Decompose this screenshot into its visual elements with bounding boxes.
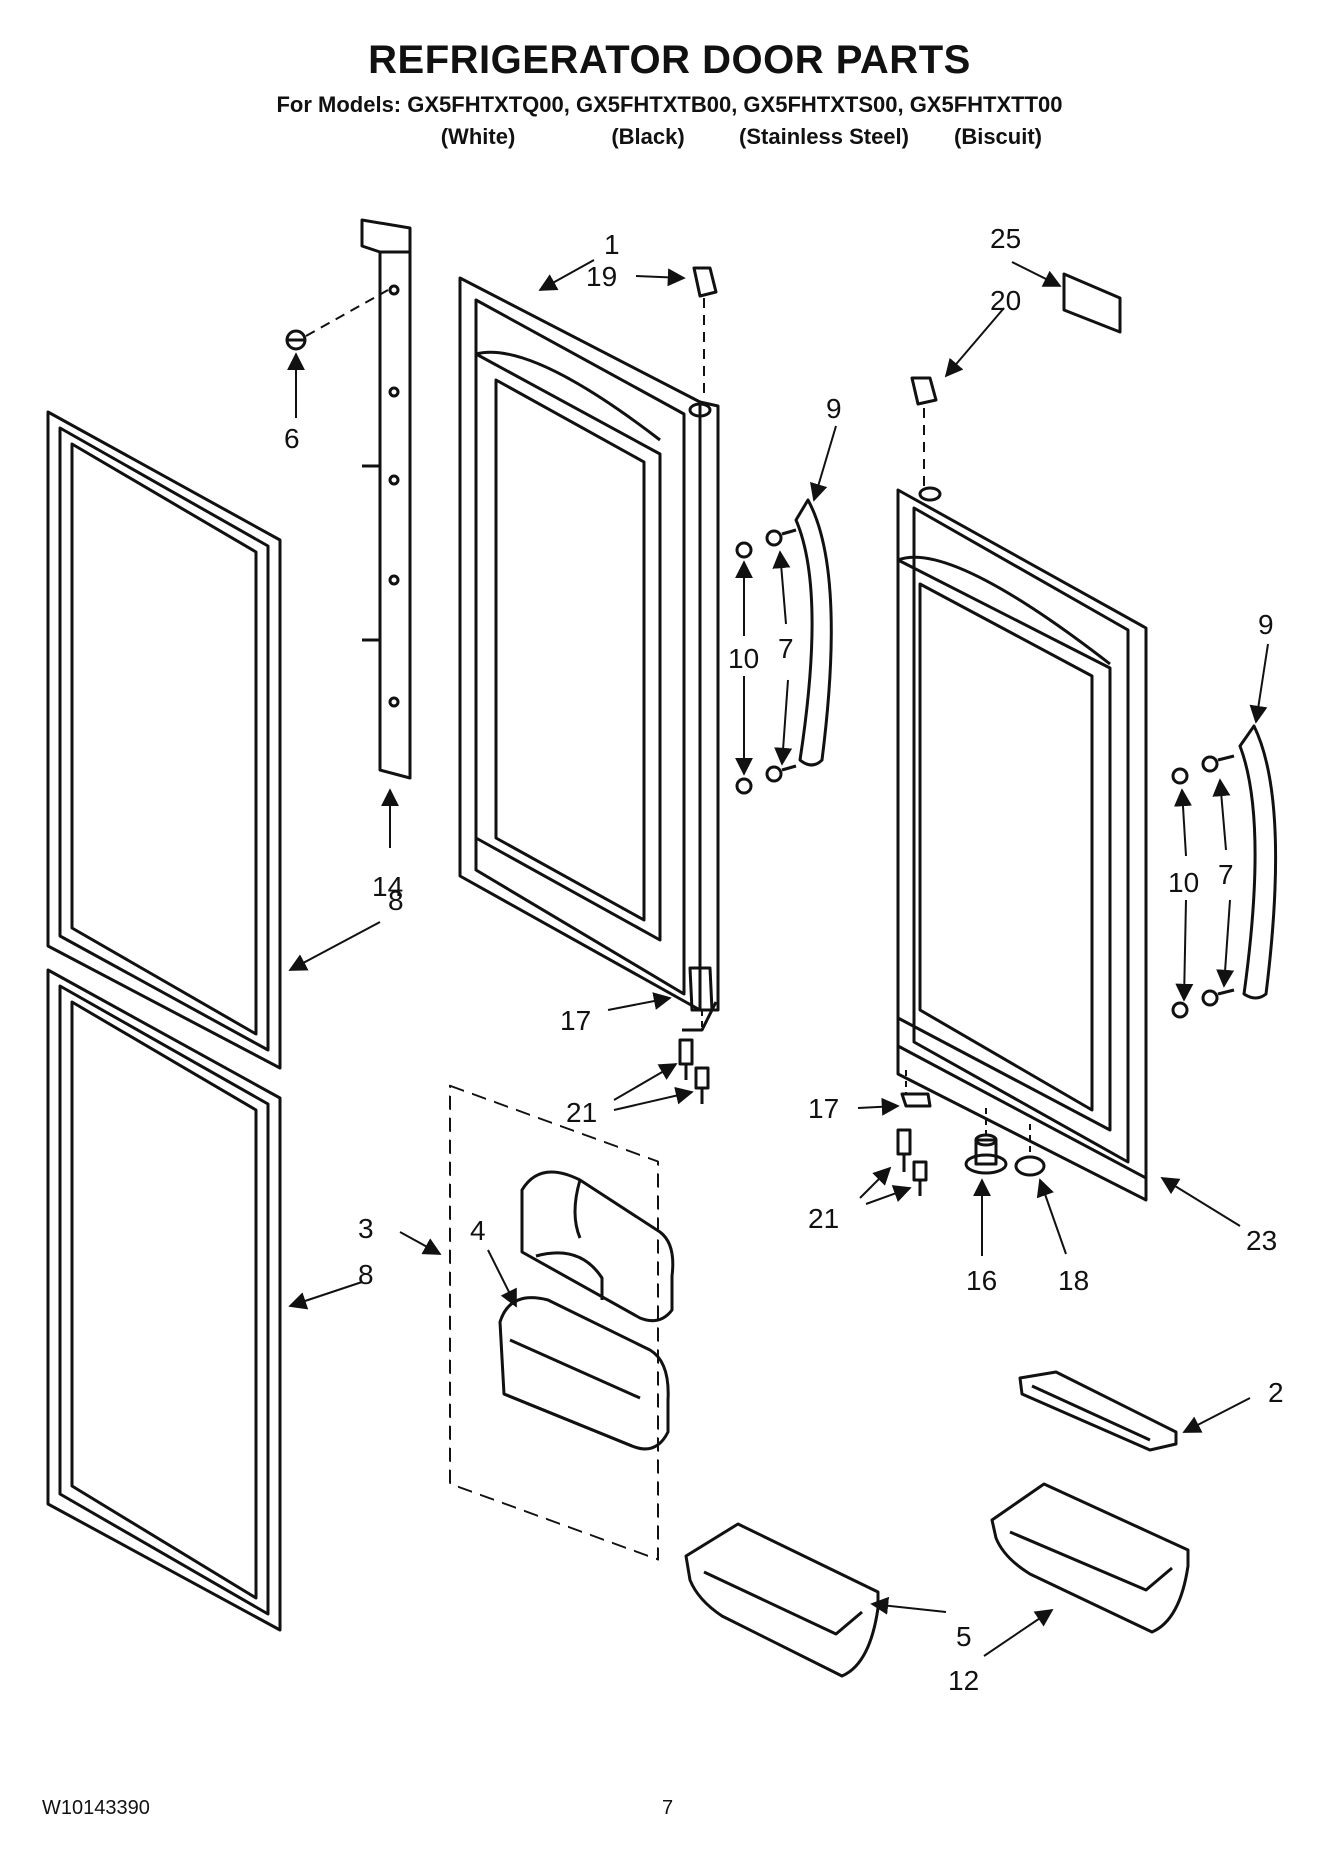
hinge-cap-19 — [692, 266, 718, 298]
fresh-food-door-right — [896, 486, 1148, 1202]
page-number: 7 — [662, 1797, 674, 1819]
color-white: (White) — [440, 124, 516, 149]
models-line: For Models: GX5FHTXTQ00, GX5FHTXTB00, GX… — [276, 92, 1063, 117]
callout-9-left: 9 — [826, 393, 842, 424]
color-stainless-steel: (Stainless Steel) — [739, 124, 909, 149]
door-handle-right — [1238, 724, 1278, 1000]
callout-17-left: 17 — [560, 1005, 591, 1036]
callout-23: 23 — [1246, 1225, 1277, 1256]
callout-9-right: 9 — [1258, 609, 1274, 640]
screws-21-left — [678, 1038, 710, 1104]
callout-14: 14 — [372, 871, 403, 902]
hinge-washer — [1014, 1155, 1046, 1177]
callout-1: 1 — [604, 229, 620, 260]
callout-10-right: 10 — [1168, 867, 1199, 898]
callout-3: 3 — [358, 1213, 374, 1244]
hinge-pin — [964, 1133, 1008, 1175]
door-handle-left — [794, 498, 833, 767]
callout-21-right: 21 — [808, 1203, 839, 1234]
dairy-door — [520, 1170, 675, 1323]
door-stop-bracket-left — [682, 966, 718, 1032]
callout-10-left: 10 — [728, 643, 759, 674]
callout-12: 12 — [948, 1665, 979, 1696]
callout-19: 19 — [586, 261, 617, 292]
callout-16: 16 — [966, 1265, 997, 1296]
callout-18: 18 — [1058, 1265, 1089, 1296]
model-label-plate — [1062, 272, 1122, 334]
callout-8-upper: 8 — [388, 885, 404, 916]
callout-7-left: 7 — [778, 633, 794, 664]
door-stop-bracket-right — [900, 1070, 932, 1108]
door-bin-5 — [684, 1522, 880, 1678]
callout-21-left: 21 — [566, 1097, 597, 1128]
document-number: W10143390 — [42, 1797, 150, 1819]
hinge-cap-20 — [910, 376, 938, 406]
bin-cover — [1018, 1370, 1178, 1452]
handle-screws-left — [735, 528, 797, 795]
color-black: (Black) — [611, 124, 685, 149]
lower-door-gasket — [46, 968, 282, 1632]
door-bin-12 — [990, 1482, 1190, 1634]
dairy-compartment-outline — [449, 1084, 659, 1561]
callout-8-lower: 8 — [358, 1259, 374, 1290]
callout-5: 5 — [956, 1621, 972, 1652]
callout-17-right: 17 — [808, 1093, 839, 1124]
handle-screws-right — [1171, 754, 1235, 1019]
hinge-bar — [360, 218, 412, 780]
hinge-screw — [285, 329, 307, 351]
page-title: REFRIGERATOR DOOR PARTS — [368, 38, 971, 82]
screws-21-right — [896, 1128, 928, 1196]
color-biscuit: (Biscuit) — [954, 124, 1042, 149]
callout-6: 6 — [284, 423, 300, 454]
dairy-bin — [498, 1296, 670, 1451]
callout-20: 20 — [990, 285, 1021, 316]
callout-25: 25 — [990, 223, 1021, 254]
freezer-door-left — [458, 276, 720, 1012]
callout-7-right: 7 — [1218, 859, 1234, 890]
callout-4: 4 — [470, 1215, 486, 1246]
upper-door-gasket — [46, 410, 282, 1070]
callout-2: 2 — [1268, 1377, 1284, 1408]
